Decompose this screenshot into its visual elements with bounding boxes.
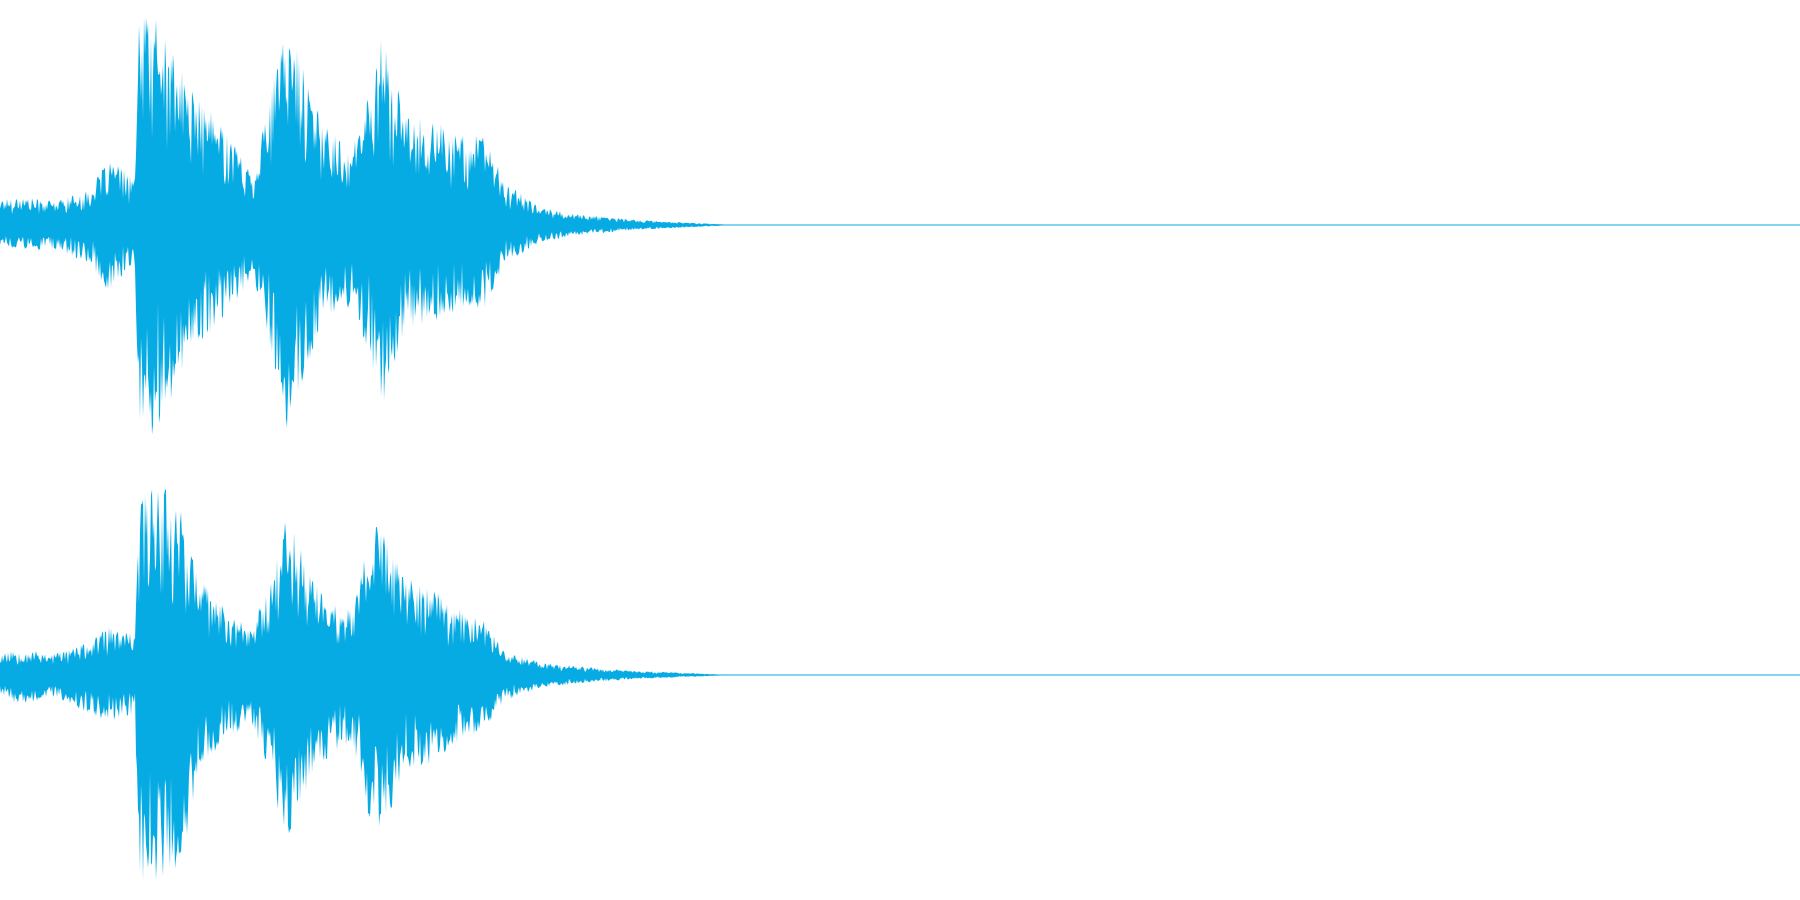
channel-2-lane (0, 489, 1800, 881)
channel-1-waveform (0, 17, 1800, 435)
channel-2-waveform (0, 489, 1800, 881)
channel-1-lane (0, 17, 1800, 435)
